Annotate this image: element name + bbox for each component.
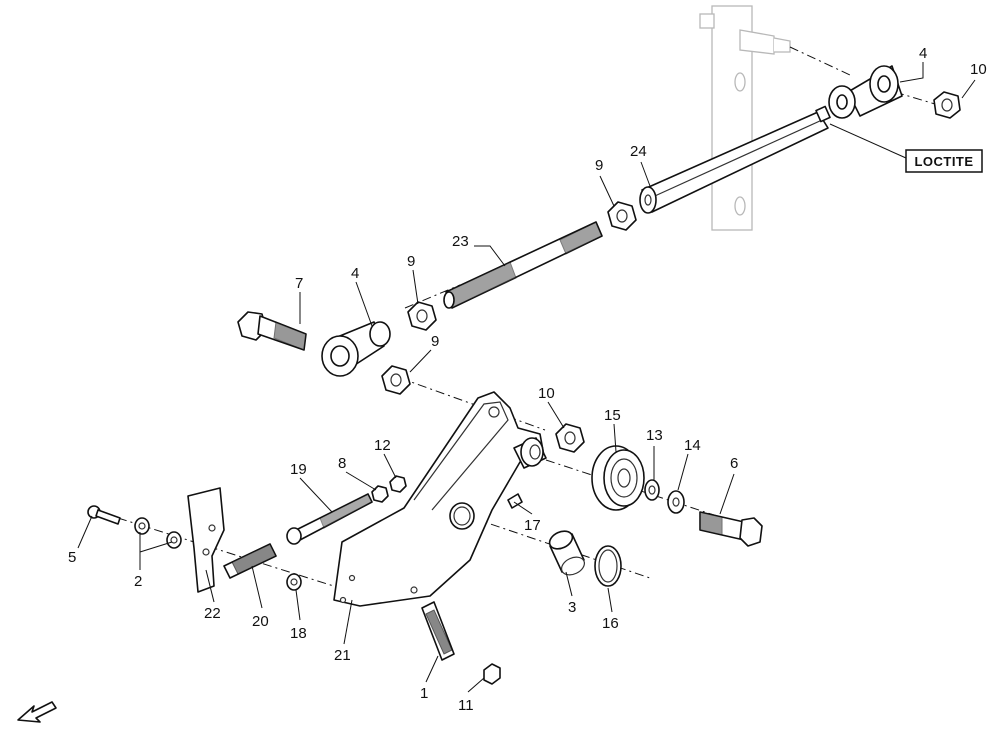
callout-2: 2 (134, 573, 142, 590)
bushing (548, 530, 585, 576)
hex-bolt-upper (237, 311, 307, 351)
callout-23: 23 (452, 233, 469, 250)
hex-nut-upper-right (933, 91, 961, 119)
spring-1 (421, 601, 455, 661)
callout-18: 18 (290, 625, 307, 642)
callout-14: 14 (684, 437, 701, 454)
callout-9a: 9 (595, 157, 603, 174)
callout-9c: 9 (431, 333, 439, 350)
callout-labels: 4 10 9 24 23 7 4 9 9 10 15 13 14 6 12 8 … (68, 45, 987, 714)
hex-nut-lower (381, 365, 411, 395)
washer-13 (644, 479, 660, 501)
callout-16: 16 (602, 615, 619, 632)
callout-12: 12 (374, 437, 391, 454)
callout-9b: 9 (407, 253, 415, 270)
callout-11: 11 (458, 697, 474, 714)
grease-nipple-11 (483, 663, 501, 685)
spacer-18 (286, 573, 302, 591)
callout-17: 17 (524, 517, 541, 534)
callout-4b: 4 (351, 265, 359, 282)
callout-24: 24 (630, 143, 647, 160)
callout-6: 6 (730, 455, 738, 472)
callout-10b: 10 (538, 385, 555, 402)
bearing (591, 445, 645, 511)
callout-3: 3 (568, 599, 576, 616)
washer-14 (667, 490, 685, 514)
callout-21: 21 (334, 647, 351, 664)
grease-nipple (507, 493, 523, 509)
lever-plate (333, 391, 547, 607)
callout-1: 1 (420, 685, 428, 702)
callout-7: 7 (295, 275, 303, 292)
rod-end-lower (321, 321, 391, 377)
hex-nut-tube (607, 201, 637, 231)
direction-arrow-icon (17, 701, 57, 723)
screw-5 (87, 505, 121, 525)
loctite-label: LOCTITE (914, 154, 973, 169)
threaded-rod (443, 221, 603, 309)
hex-tube (639, 105, 831, 214)
spring-20 (223, 543, 277, 579)
mounting-bracket-ghost (699, 5, 791, 231)
callout-8: 8 (338, 455, 346, 472)
callout-10a: 10 (970, 61, 987, 78)
hex-nut-pivot (555, 423, 585, 453)
washers-2 (134, 517, 182, 549)
hex-nut-rod-end (407, 301, 437, 331)
hex-nut-12 (389, 475, 407, 493)
hex-nut-8 (371, 485, 389, 503)
callout-19: 19 (290, 461, 307, 478)
callout-22: 22 (204, 605, 221, 622)
callout-13: 13 (646, 427, 663, 444)
callout-5: 5 (68, 549, 76, 566)
callout-4a: 4 (919, 45, 927, 62)
loctite-note: LOCTITE (905, 149, 983, 173)
bracket-22 (187, 487, 225, 593)
callout-20: 20 (252, 613, 269, 630)
leader-lines (77, 62, 976, 693)
hex-bolt-pivot (699, 511, 763, 547)
rod-end-upper (828, 65, 903, 119)
threaded-pin (286, 493, 373, 545)
callout-15: 15 (604, 407, 621, 424)
circlip (594, 545, 622, 587)
